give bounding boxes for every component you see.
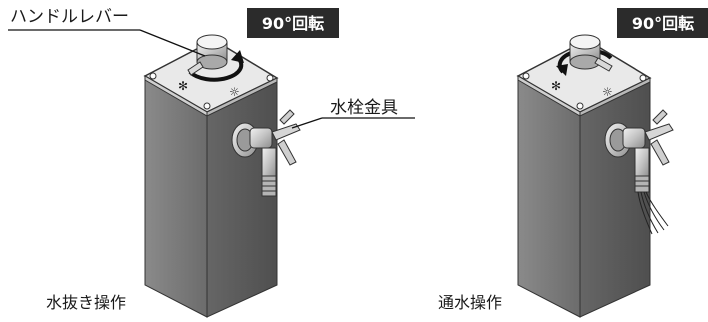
pillar-side-face — [206, 77, 278, 318]
callout-faucet-label: 水栓金具 — [330, 98, 398, 118]
rotation-badge-text: 90°回転 — [632, 14, 694, 33]
rotation-badge — [617, 8, 708, 38]
faucet-fitting — [604, 109, 674, 193]
rotation-arrow-icon — [188, 50, 244, 82]
caption-drain: 水抜き操作 — [46, 293, 126, 312]
drain-snowflake-icon: ✻ — [551, 79, 561, 93]
pillar-front-face — [144, 75, 208, 318]
callout-lever-label: ハンドルレバー — [10, 7, 129, 27]
sun-icon: ☼ — [229, 85, 240, 99]
caption-water-flow: 通水操作 — [438, 293, 502, 312]
handle-lever — [569, 34, 613, 72]
rotation-badge-text: 90°回転 — [262, 14, 324, 33]
right-unit: ✻ ☼ 90°回転 通水操作 — [438, 8, 708, 318]
left-unit: ✻ ☼ ハンドルレバー 水栓金具 90°回転 水抜き操作 — [8, 7, 415, 318]
faucet-leader-line — [291, 117, 323, 129]
water-stream — [637, 191, 669, 235]
drain-snowflake-icon: ✻ — [178, 79, 188, 93]
rotation-badge — [247, 8, 339, 38]
pillar-front-face — [517, 75, 581, 318]
sun-icon: ☼ — [602, 85, 613, 99]
handle-lever — [187, 34, 228, 76]
